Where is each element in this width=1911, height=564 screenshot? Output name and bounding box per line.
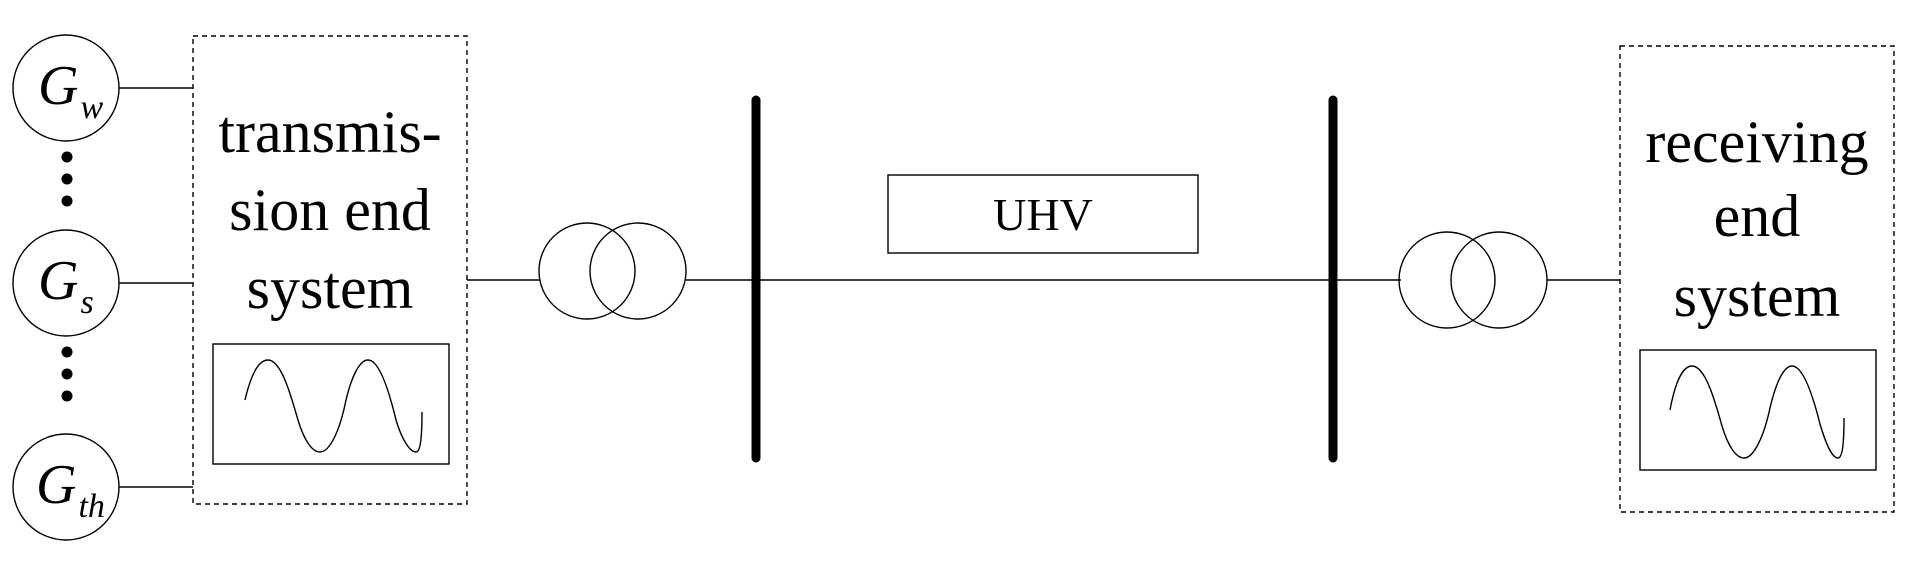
ac-source-box-sending	[212, 343, 450, 465]
generator-gw: Gw	[12, 34, 193, 142]
sending-transformer	[538, 222, 687, 320]
receiving-end-system-box	[1619, 45, 1895, 513]
generator-gs-label: Gs	[38, 250, 94, 321]
receiving-transformer	[1398, 231, 1548, 329]
uhv-label-box: UHV	[887, 174, 1199, 254]
generator-gth-label: Gth	[36, 454, 105, 525]
receiving-end-system: receiving end system	[1619, 45, 1895, 513]
sine-wave-receiving	[1669, 365, 1845, 459]
transmission-end-line-3: system	[247, 255, 414, 321]
sending-transformer-winding-2	[589, 222, 687, 320]
receiving-transformer-winding-2	[1450, 231, 1548, 329]
uhv-box	[887, 174, 1199, 254]
ellipsis-dots-upper	[61, 151, 73, 207]
ac-source-box-receiving	[1639, 349, 1877, 471]
uhv-label: UHV	[993, 189, 1093, 240]
receiving-end-line-3: system	[1674, 263, 1841, 329]
sending-transformer-winding-1	[538, 222, 636, 320]
generator-gth: Gth	[12, 433, 193, 541]
transmission-end-line-1: transmis-	[218, 99, 441, 165]
generator-gw-label: Gw	[38, 55, 103, 126]
sine-wave-sending	[244, 359, 423, 453]
transmission-end-system-box	[192, 35, 468, 505]
ellipsis-dots-lower	[61, 346, 73, 402]
receiving-end-line-1: receiving	[1645, 109, 1868, 175]
generator-gs: Gs	[12, 229, 193, 337]
receiving-transformer-winding-1	[1398, 231, 1496, 329]
receiving-end-line-2: end	[1714, 183, 1801, 249]
transmission-end-line-2: sion end	[229, 177, 431, 243]
transmission-end-system: transmis- sion end system	[192, 35, 468, 505]
